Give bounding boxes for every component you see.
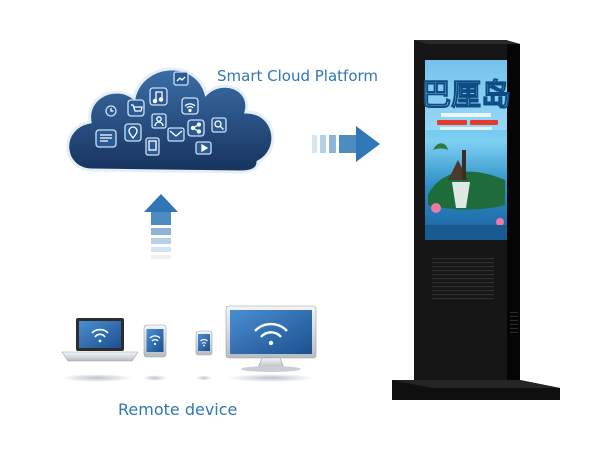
wifi-icon: [200, 339, 208, 344]
tablet-device: [143, 324, 167, 381]
wifi-icon: [149, 335, 161, 342]
remote-device-label: Remote device: [118, 400, 238, 419]
monitor-device: [225, 305, 317, 382]
cloud-graphic: [66, 67, 275, 174]
phone-device: [195, 330, 213, 381]
search-icon: [211, 117, 227, 133]
laptop-device: [61, 318, 139, 382]
mail-icon: [167, 127, 185, 142]
kiosk-vent: [432, 258, 494, 300]
music-icon: [149, 87, 168, 106]
location-icon: [124, 123, 142, 142]
kiosk-display: 巴厘岛: [392, 40, 560, 400]
clock-icon: [105, 105, 117, 117]
poster-title: 巴厘岛: [421, 78, 511, 113]
cart-icon: [127, 99, 145, 117]
wifi-icon: [91, 328, 109, 338]
wifi-icon: [181, 97, 199, 115]
image-icon: [173, 71, 189, 86]
wifi-icon: [254, 322, 288, 338]
poster-artwork: [425, 60, 507, 240]
chat-icon: [95, 129, 117, 148]
user-icon: [151, 113, 167, 129]
arrow-up-icon: [144, 194, 178, 259]
arrow-right-icon: [312, 126, 380, 162]
share-icon: [187, 119, 205, 137]
video-icon: [195, 141, 212, 155]
cloud-platform-label: Smart Cloud Platform: [217, 67, 379, 85]
phone-icon: [145, 137, 160, 156]
